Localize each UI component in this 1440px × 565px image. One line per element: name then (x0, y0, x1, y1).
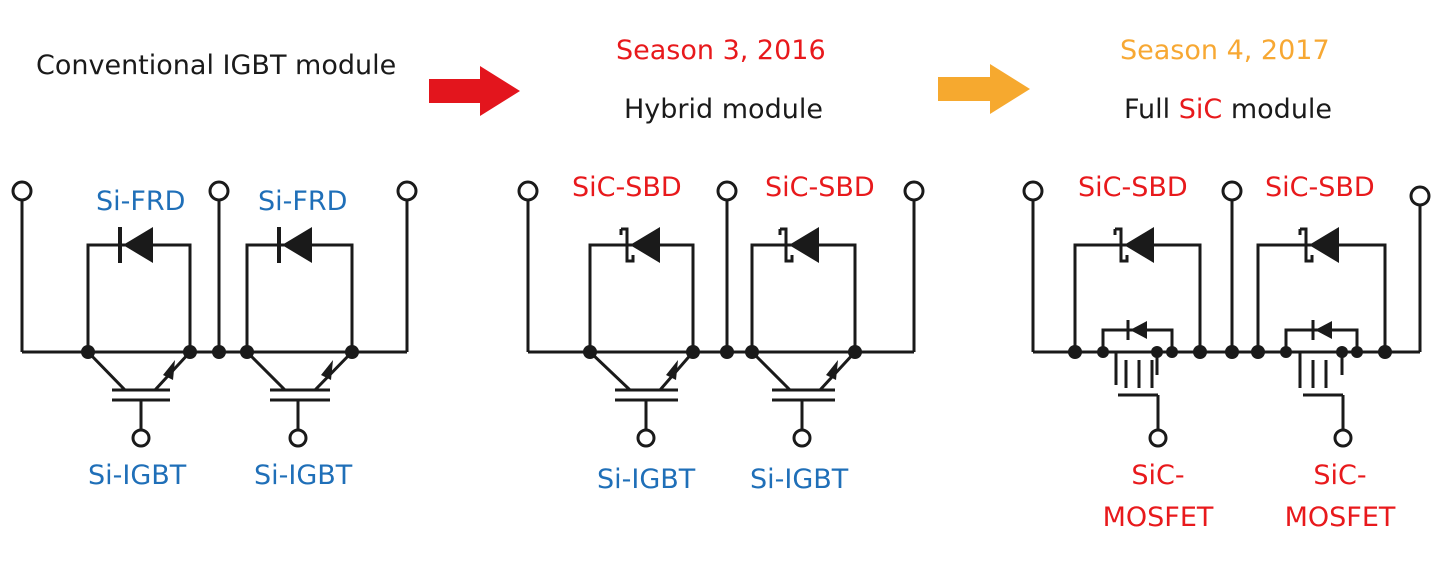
junction-dot (1068, 345, 1082, 359)
emitter-arrow-icon (666, 360, 678, 380)
sic-mosfet-label-1a: SiC- (1131, 460, 1184, 491)
red-arrow (429, 66, 520, 116)
junction-dot (212, 345, 226, 359)
terminal-node (11, 180, 33, 202)
sbd-diode-icon (778, 225, 821, 265)
conventional-title: Conventional IGBT module (36, 50, 396, 81)
hybrid-title: Hybrid module (624, 94, 823, 125)
hybrid-season-label: Season 3, 2016 (616, 35, 826, 66)
full-season-label: Season 4, 2017 (1120, 35, 1330, 66)
terminal-node (903, 180, 925, 202)
junction-dot (1280, 346, 1292, 358)
sic-sbd-label-3: SiC-SBD (1078, 172, 1188, 203)
si-igbt-label-4: Si-IGBT (750, 464, 849, 495)
full-title-sic: SiC (1179, 94, 1223, 125)
junction-dot (1166, 346, 1178, 358)
junction-dot (720, 345, 734, 359)
terminal-node (208, 180, 230, 202)
sbd-diode-icon (1298, 225, 1341, 265)
terminal-node (636, 428, 656, 448)
frd-diode-icon (118, 225, 155, 265)
hybrid-components (583, 225, 862, 380)
junction-dot (81, 345, 95, 359)
full-sic-circuit (1022, 180, 1431, 448)
junction-dot (1193, 345, 1207, 359)
si-igbt-label-3: Si-IGBT (597, 464, 696, 495)
junction-dot (1097, 346, 1109, 358)
sbd-diode-icon (619, 225, 662, 265)
full-title-prefix: Full (1124, 94, 1170, 125)
full-sic-components (1068, 225, 1392, 359)
junction-dot (183, 345, 197, 359)
full-title-suffix: module (1231, 94, 1332, 125)
emitter-arrow-icon (321, 360, 333, 380)
si-frd-label-1: Si-FRD (96, 186, 185, 217)
sic-mosfet-label-1b: MOSFET (1103, 502, 1214, 533)
hybrid-circuit (517, 180, 925, 448)
si-igbt-label-1: Si-IGBT (88, 460, 187, 491)
terminal-node (1221, 180, 1243, 202)
terminal-node (396, 180, 418, 202)
terminal-node (716, 180, 738, 202)
body-diode-icon (1311, 318, 1334, 342)
terminal-node (288, 428, 308, 448)
terminal-node (1148, 428, 1168, 448)
terminal-node (131, 428, 151, 448)
junction-dot (345, 345, 359, 359)
junction-dot (583, 345, 597, 359)
si-frd-label-2: Si-FRD (258, 186, 347, 217)
junction-dot (1378, 345, 1392, 359)
terminal-node (517, 180, 539, 202)
si-igbt-label-2: Si-IGBT (254, 460, 353, 491)
junction-dot (1336, 346, 1348, 358)
junction-dot (848, 345, 862, 359)
conventional-circuit (11, 180, 418, 448)
terminal-node (1333, 428, 1353, 448)
junction-dot (686, 345, 700, 359)
conventional-components (81, 225, 359, 380)
sic-mosfet-label-2b: MOSFET (1285, 502, 1396, 533)
sic-sbd-label-2: SiC-SBD (765, 172, 875, 203)
terminal-node (792, 428, 812, 448)
junction-dot (1151, 346, 1163, 358)
terminal-node (1409, 185, 1431, 207)
emitter-arrow-icon (826, 360, 838, 380)
orange-arrow (938, 64, 1030, 114)
junction-dot (1251, 345, 1265, 359)
junction-dot (745, 345, 759, 359)
emitter-arrow-icon (163, 360, 175, 380)
junction-dot (240, 345, 254, 359)
full-title: Full SiC module (1124, 94, 1332, 125)
sic-sbd-label-4: SiC-SBD (1265, 172, 1375, 203)
sbd-diode-icon (1113, 225, 1156, 265)
terminal-node (1022, 180, 1044, 202)
junction-dot (1225, 345, 1239, 359)
junction-dot (1351, 346, 1363, 358)
sic-mosfet-label-2a: SiC- (1313, 460, 1366, 491)
frd-diode-icon (277, 225, 314, 265)
body-diode-icon (1126, 318, 1149, 342)
sic-sbd-label-1: SiC-SBD (572, 172, 682, 203)
